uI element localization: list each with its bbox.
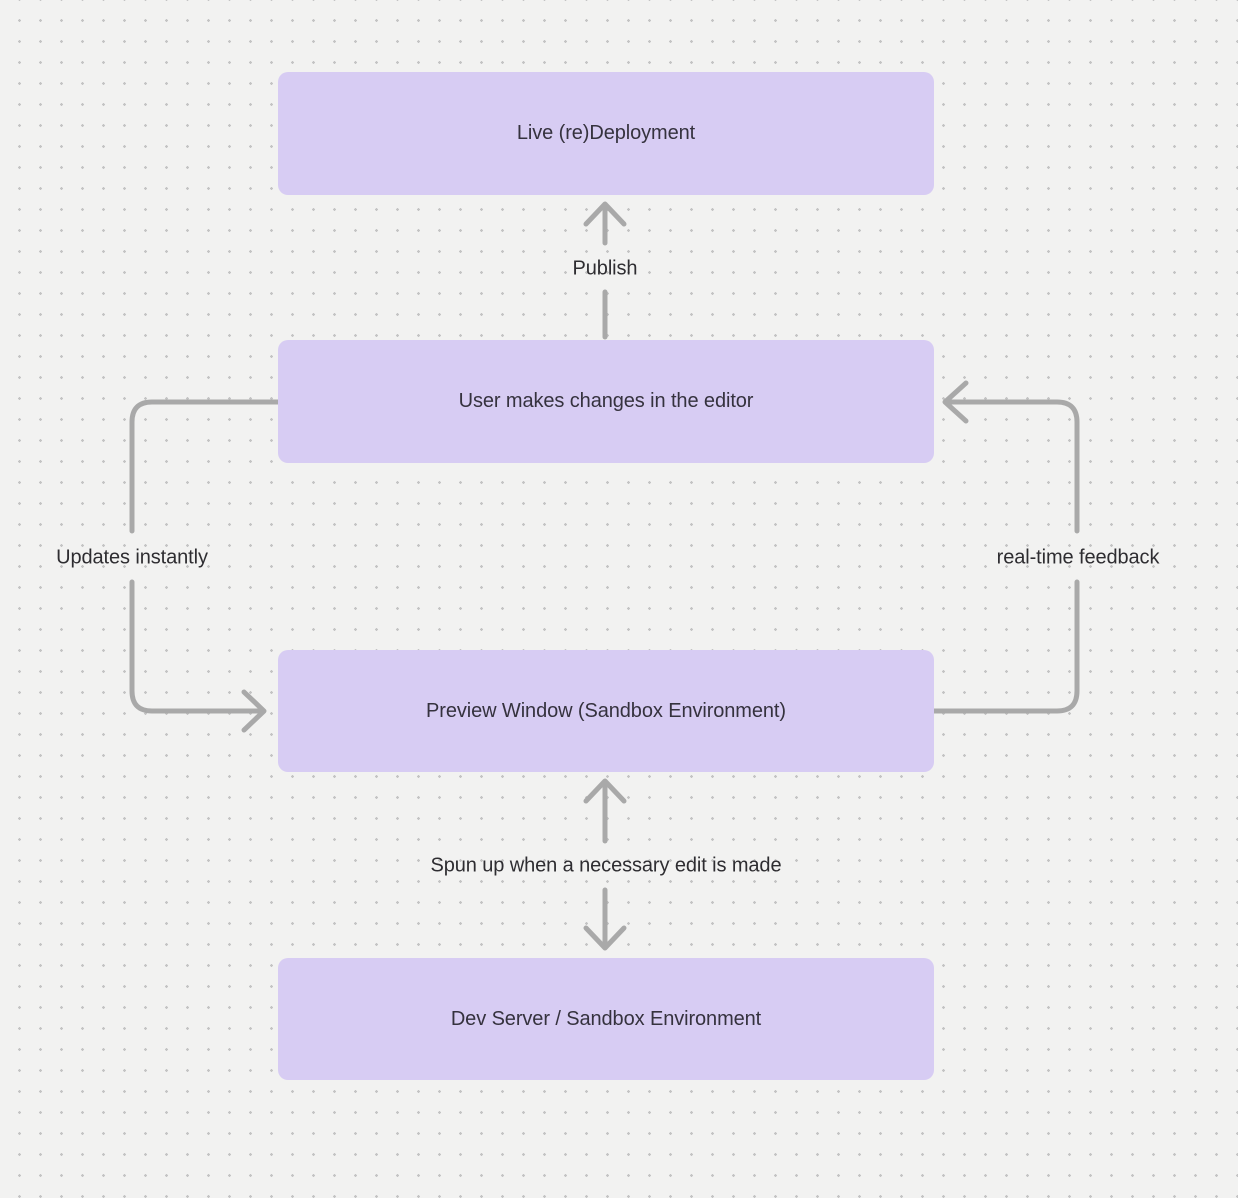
node-live-redeployment[interactable]: Live (re)Deployment (278, 72, 934, 195)
node-label: Dev Server / Sandbox Environment (450, 1007, 762, 1030)
edge-label-updates-instantly: Updates instantly (56, 546, 208, 569)
edge-label-spun-up: Spun up when a necessary edit is made (430, 854, 782, 877)
node-dev-server[interactable]: Dev Server / Sandbox Environment (278, 958, 934, 1080)
edge-label-publish: Publish (572, 257, 638, 280)
arrowhead-left-icon (942, 380, 969, 424)
node-user-editor[interactable]: User makes changes in the editor (278, 340, 934, 463)
edge-label-realtime-feedback: real-time feedback (996, 546, 1160, 569)
edge-updates-upper-segment (129, 399, 281, 534)
arrowhead-right-icon (241, 689, 267, 733)
edge-realtime-lower-segment (931, 579, 1080, 714)
arrowhead-up-icon (583, 201, 627, 227)
arrowhead-up-icon (583, 778, 627, 804)
edge-updates-lower-segment (129, 579, 264, 714)
edge-realtime-upper-segment (945, 399, 1080, 534)
arrowhead-down-icon (583, 925, 627, 951)
node-preview-window[interactable]: Preview Window (Sandbox Environment) (278, 650, 934, 772)
node-label: User makes changes in the editor (458, 390, 754, 412)
node-label: Preview Window (Sandbox Environment) (426, 699, 786, 722)
node-label: Live (re)Deployment (516, 122, 696, 144)
